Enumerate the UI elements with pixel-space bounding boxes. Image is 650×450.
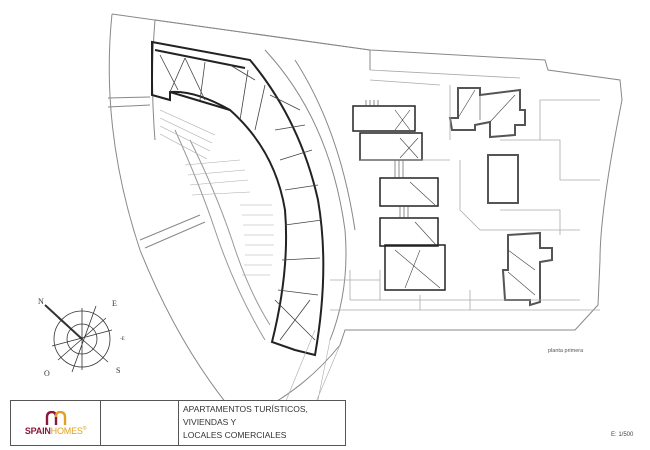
townhouse-stairs [365, 100, 441, 289]
plaza-arcs [174, 129, 271, 341]
compass-rose [44, 304, 113, 373]
villa-blocks [448, 87, 553, 307]
amphitheatre-steps [159, 109, 274, 276]
parcel-lines [330, 69, 600, 311]
arch-logo-icon [45, 410, 66, 425]
project-title-line-1: APARTAMENTOS TURÍSTICOS, [183, 404, 308, 414]
compass-north-label: N [38, 297, 44, 306]
compass-west-label: O [44, 369, 50, 378]
title-block: SPAINHOMES® APARTAMENTOS TURÍSTICOS, VIV… [10, 400, 346, 446]
curved-block-rooms [159, 54, 323, 341]
logo-spain-text: SPAIN [24, 425, 51, 436]
blank-cell [101, 401, 179, 445]
brand-logo: SPAINHOMES® [24, 425, 87, 436]
logo-cell: SPAINHOMES® [11, 401, 101, 445]
compass-wind-label: -E [120, 337, 125, 342]
project-title-line-3: LOCALES COMERCIALES [183, 430, 287, 440]
compass-east-label: E [112, 299, 117, 308]
logo-registered-mark: ® [82, 425, 87, 432]
project-title-line-2: VIVIENDAS Y [183, 417, 237, 427]
compass-labels: N E -E S O [38, 297, 125, 378]
villa-roof-lines [457, 89, 536, 296]
plan-level-label: planta primera [548, 348, 584, 354]
project-title-cell: APARTAMENTOS TURÍSTICOS, VIVIENDAS Y LOC… [179, 401, 345, 445]
townhouse-blocks [352, 105, 446, 291]
logo-homes-text: HOMES [50, 425, 83, 436]
site-boundary [107, 13, 623, 421]
scale-label: E: 1/500 [611, 432, 634, 438]
compass-south-label: S [116, 366, 120, 375]
